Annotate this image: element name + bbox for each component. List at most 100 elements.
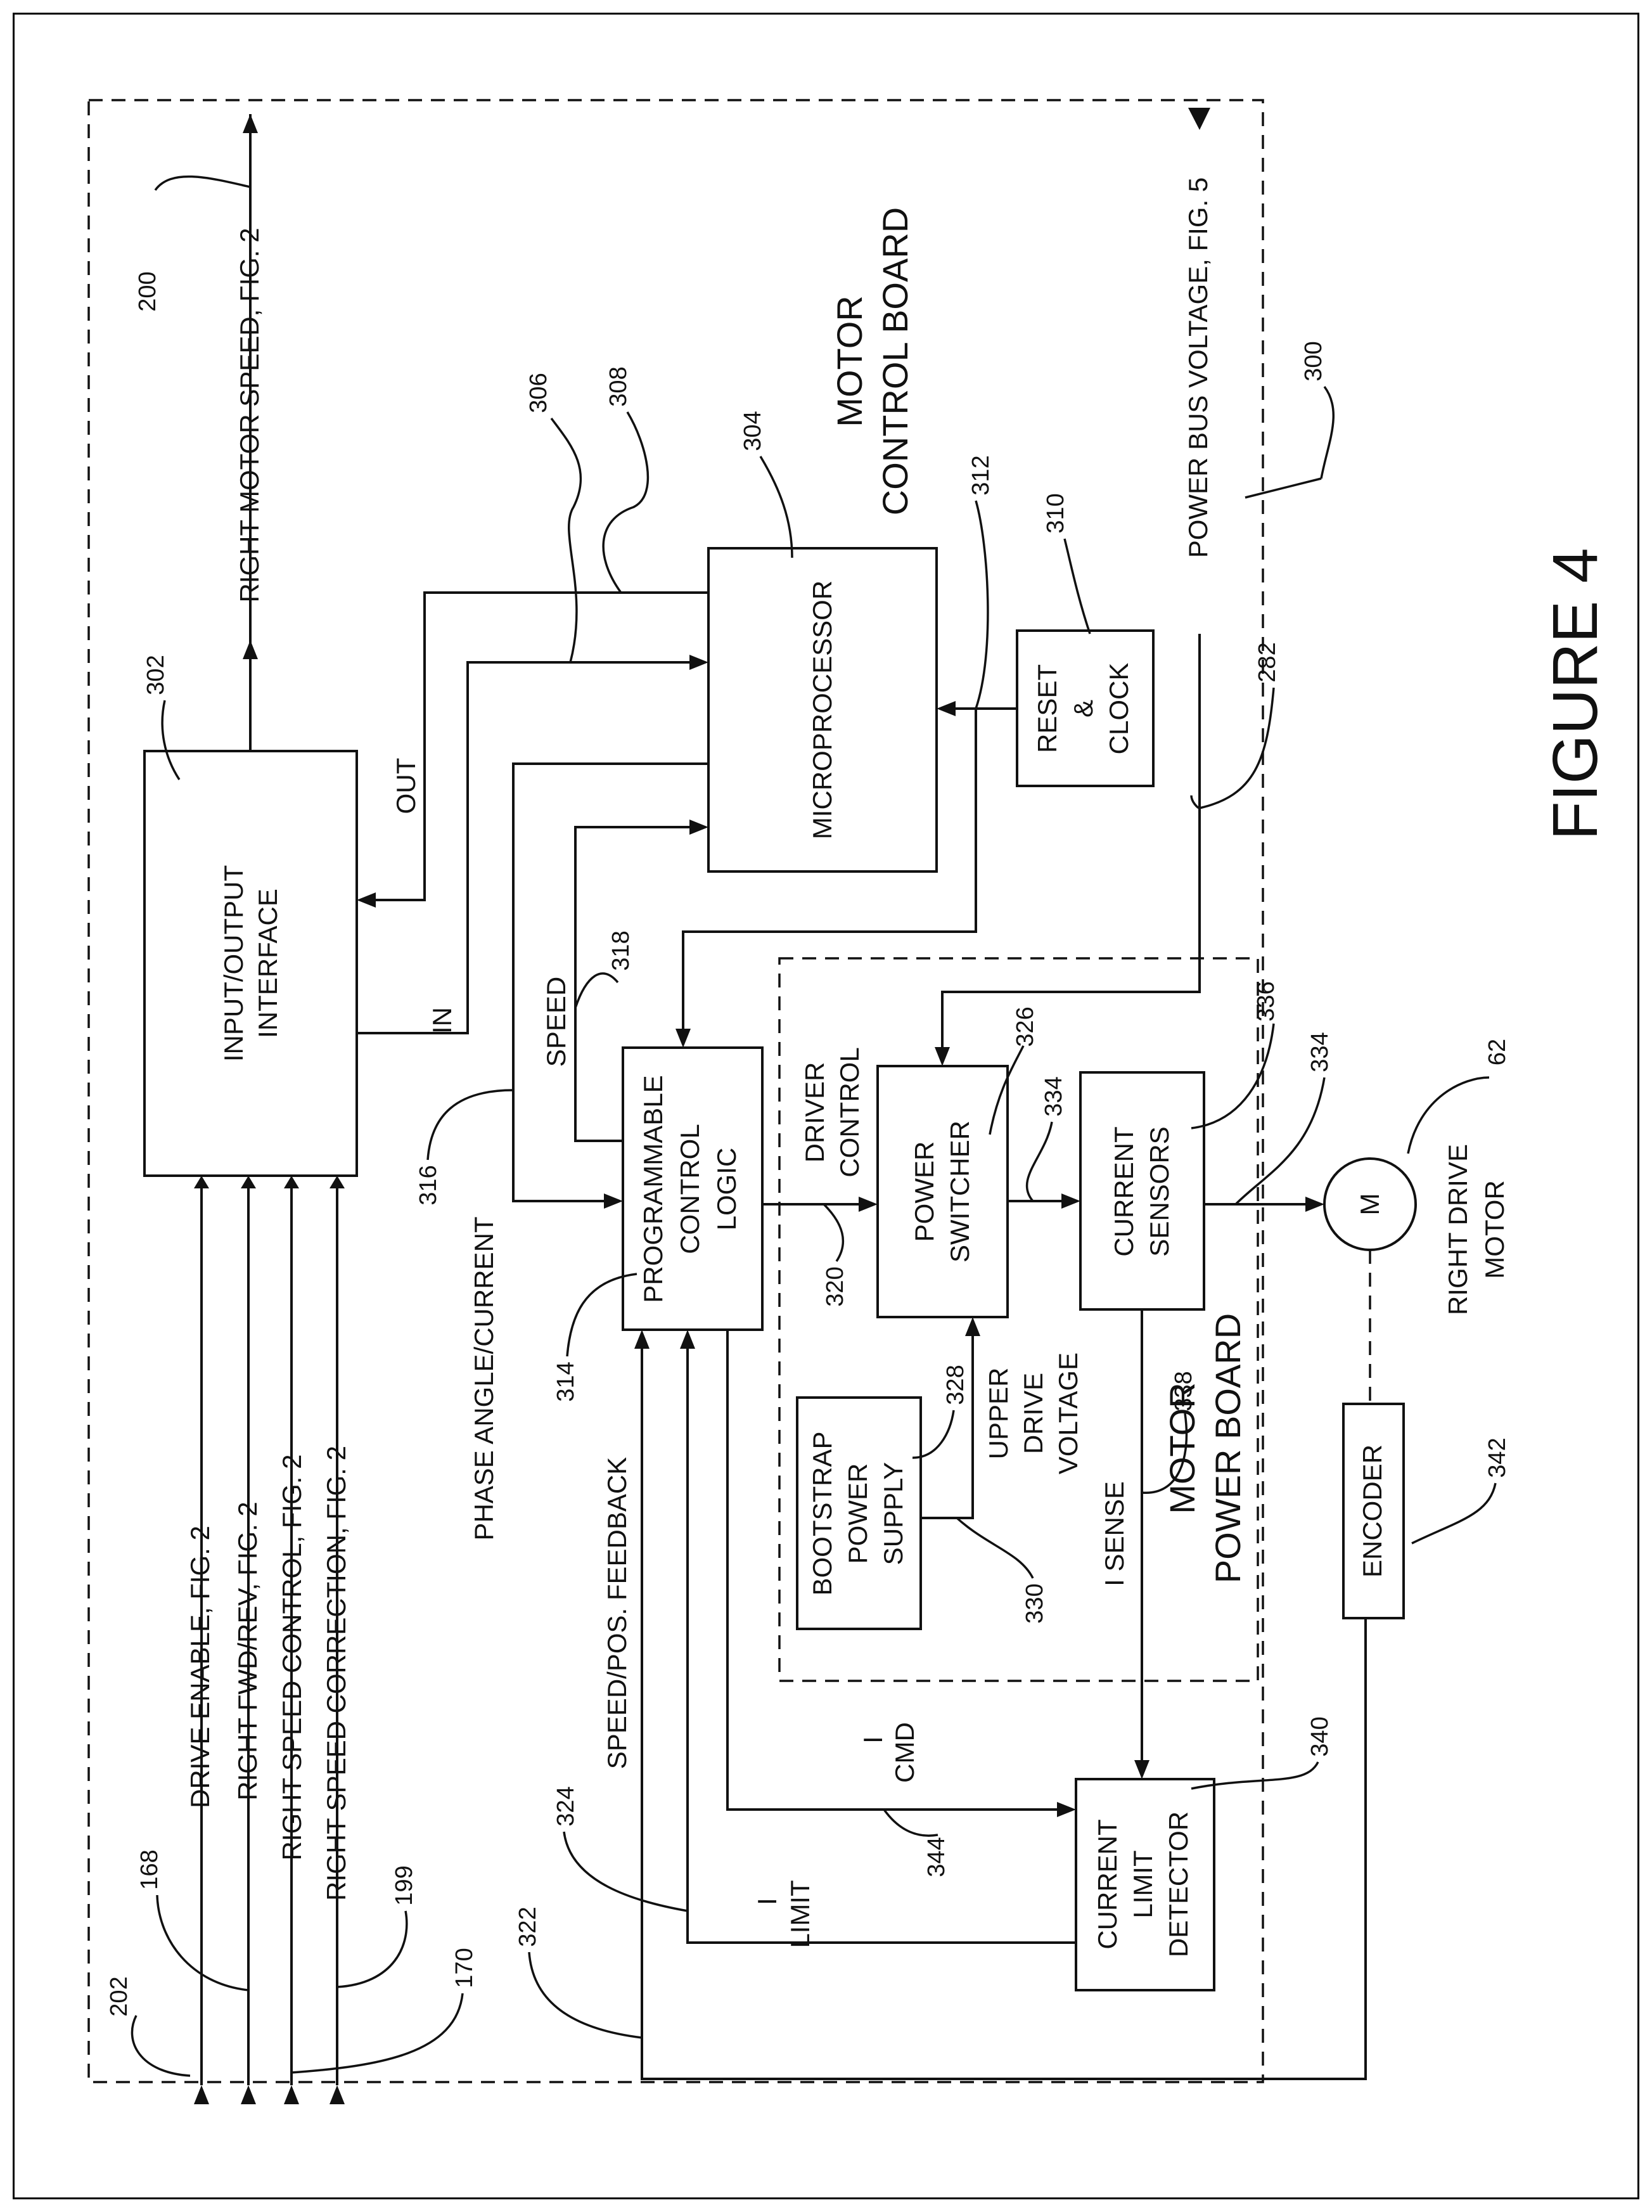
leader-304 (759, 456, 793, 558)
svg-text:RIGHT DRIVE: RIGHT DRIVE (1443, 1144, 1473, 1315)
leader-322 (528, 1952, 643, 2039)
leader-340 (1191, 1761, 1319, 1790)
leader-200 (154, 175, 251, 191)
svg-text:DETECTOR: DETECTOR (1163, 1811, 1193, 1957)
bootstrap-power-supply-label: BOOTSTRAP POWER SUPPLY (807, 1431, 908, 1595)
svg-text:SUPPLY: SUPPLY (878, 1462, 908, 1566)
ref-312: 312 (968, 455, 994, 495)
ref-320: 320 (822, 1266, 848, 1306)
svg-text:SWITCHER: SWITCHER (945, 1121, 975, 1263)
svg-text:MICROPROCESSOR: MICROPROCESSOR (807, 581, 837, 839)
ref-334-b: 334 (1307, 1032, 1333, 1072)
reset-clock-block (1016, 629, 1155, 787)
svg-text:312: 312 (968, 455, 994, 495)
speed-pos-feedback-line (641, 1347, 1367, 2080)
svg-text:PHASE ANGLE/CURRENT: PHASE ANGLE/CURRENT (469, 1216, 499, 1540)
ref-62: 62 (1484, 1039, 1511, 1065)
svg-text:RIGHT MOTOR SPEED, FIG. 2: RIGHT MOTOR SPEED, FIG. 2 (234, 228, 264, 602)
arrow-i-limit (680, 1330, 695, 1349)
io-interface-label: INPUT/OUTPUT INTERFACE (219, 865, 283, 1062)
label-i-cmd: I CMD (858, 1722, 919, 1783)
power-switcher-label: POWER SWITCHER (909, 1121, 975, 1263)
ref-326: 326 (1012, 1006, 1039, 1046)
arrow-phase-angle (604, 1193, 623, 1209)
arrow-speed-control (284, 1176, 299, 1188)
programmable-control-logic-block (622, 1046, 764, 1331)
svg-text:I SENSE: I SENSE (1099, 1481, 1129, 1586)
label-i-limit: I LIMIT (752, 1880, 815, 1948)
ref-304: 304 (740, 411, 766, 451)
svg-text:RESET: RESET (1032, 664, 1062, 753)
in-line (357, 661, 691, 1034)
svg-text:306: 306 (525, 373, 552, 413)
ref-336: 336 (1253, 981, 1279, 1021)
svg-text:322: 322 (515, 1907, 541, 1946)
svg-text:I: I (752, 1898, 782, 1905)
svg-text:INTERFACE: INTERFACE (253, 889, 283, 1038)
label-speed-correction: RIGHT SPEED CORRECTION, FIG. 2 (321, 1446, 351, 1901)
arrow-bootstrap (965, 1317, 980, 1336)
svg-text:I: I (858, 1736, 888, 1744)
ref-324: 324 (553, 1786, 579, 1826)
svg-text:304: 304 (740, 411, 766, 451)
svg-text:282: 282 (1254, 642, 1281, 682)
power-bus-line (941, 634, 1201, 1049)
svg-text:62: 62 (1484, 1039, 1511, 1065)
ref-330: 330 (1021, 1583, 1048, 1623)
control-board-label: MOTOR CONTROL BOARD (829, 207, 915, 515)
arrow-out (357, 892, 376, 908)
page-border (13, 13, 1639, 2199)
ref-202: 202 (106, 1976, 132, 2016)
svg-text:INPUT/OUTPUT: INPUT/OUTPUT (219, 865, 248, 1062)
svg-text:SPEED/POS. FEEDBACK: SPEED/POS. FEEDBACK (602, 1457, 632, 1769)
svg-text:CURRENT: CURRENT (1109, 1126, 1139, 1256)
arrow-motor-speed-2 (243, 114, 258, 133)
figure-title: FIGURE 4 (1540, 548, 1611, 840)
svg-text:MOTOR: MOTOR (1162, 1382, 1202, 1514)
leader-62 (1407, 1076, 1490, 1154)
label-power-bus: POWER BUS VOLTAGE, FIG. 5 (1183, 177, 1213, 558)
svg-text:RIGHT FWD/REV, FIG. 2: RIGHT FWD/REV, FIG. 2 (233, 1501, 262, 1800)
label-out: OUT (391, 758, 421, 814)
leader-314 (566, 1273, 637, 1357)
svg-text:334: 334 (1041, 1076, 1067, 1116)
leader-199 (336, 1910, 408, 1988)
leader-300 (1320, 385, 1335, 479)
i-limit-line (686, 1347, 1076, 1944)
leader-168 (156, 1894, 249, 1991)
leader-328 (912, 1410, 955, 1459)
svg-text:200: 200 (134, 271, 161, 311)
motor-m-label: M (1355, 1193, 1385, 1216)
arrow-in (689, 655, 708, 670)
svg-text:SENSORS: SENSORS (1144, 1126, 1174, 1256)
svg-text:340: 340 (1307, 1716, 1333, 1756)
label-speed: SPEED (541, 977, 571, 1067)
ref-310: 310 (1042, 493, 1069, 533)
ref-199: 199 (391, 1865, 418, 1905)
current-sensors-label: CURRENT SENSORS (1109, 1126, 1174, 1256)
svg-text:UPPER: UPPER (983, 1368, 1013, 1460)
label-fwd-rev: RIGHT FWD/REV, FIG. 2 (233, 1501, 262, 1800)
svg-text:LIMIT: LIMIT (1128, 1850, 1158, 1918)
arrow-drive-enable (194, 1176, 209, 1188)
bootstrap-power-supply-block (796, 1396, 922, 1630)
ref-170: 170 (451, 1948, 478, 1988)
leader-170 (291, 1993, 464, 2074)
svg-text:RIGHT SPEED CORRECTION, FIG. 2: RIGHT SPEED CORRECTION, FIG. 2 (321, 1446, 351, 1901)
encoder-block (1342, 1403, 1405, 1619)
svg-text:CURRENT: CURRENT (1092, 1819, 1122, 1949)
ref-338: 338 (1170, 1371, 1197, 1411)
ref-316: 316 (415, 1165, 442, 1205)
svg-text:PROGRAMMABLE: PROGRAMMABLE (638, 1075, 668, 1302)
svg-text:320: 320 (822, 1266, 848, 1306)
svg-text:326: 326 (1012, 1006, 1039, 1046)
leader-310 (1063, 538, 1091, 634)
leader-308 (602, 411, 650, 594)
svg-text:344: 344 (923, 1837, 950, 1877)
label-phase-angle: PHASE ANGLE/CURRENT (469, 1216, 499, 1540)
svg-text:302: 302 (143, 655, 169, 695)
arrow-fwd-rev (241, 1176, 256, 1188)
svg-text:DRIVE: DRIVE (1018, 1373, 1048, 1454)
leader-326 (989, 1045, 1025, 1135)
